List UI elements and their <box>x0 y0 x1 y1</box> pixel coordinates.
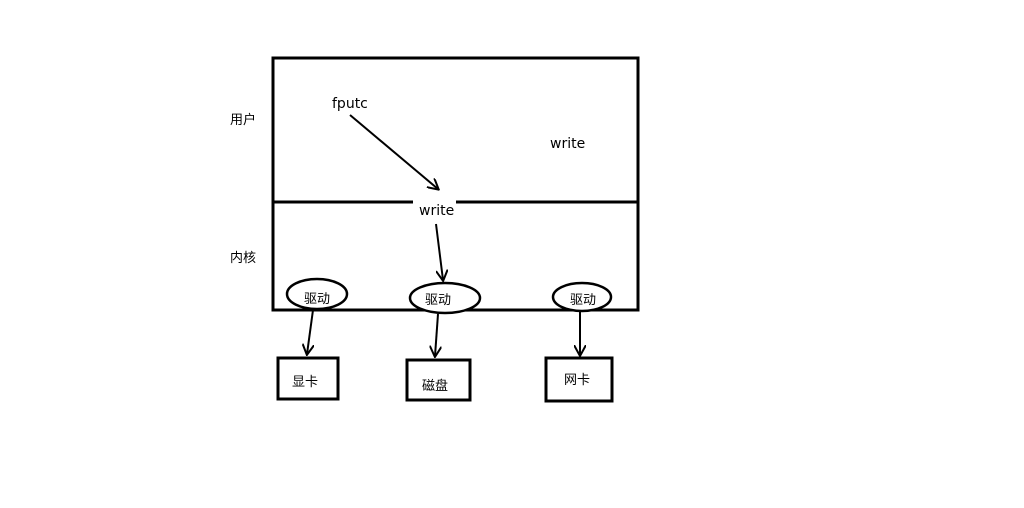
kernel-layer-label: 内核 <box>230 250 256 266</box>
device-box-nic <box>544 356 614 403</box>
driver-ellipse-3 <box>551 281 613 313</box>
device-label-gpu: 显卡 <box>292 375 318 390</box>
driver-to-disk-arrow <box>435 313 438 356</box>
device-label-nic: 网卡 <box>564 373 590 388</box>
kernel-write-label: write <box>419 203 454 219</box>
device-label-disk: 磁盘 <box>422 378 448 394</box>
fputc-to-write-arrow <box>349 114 438 189</box>
driver-to-gpu-arrow <box>307 309 313 354</box>
write-to-driver-arrow <box>435 223 443 280</box>
device-box-gpu <box>276 356 340 401</box>
driver-ellipse-1 <box>285 277 349 311</box>
driver-label-1: 驱动 <box>304 292 330 307</box>
device-box-disk <box>405 358 472 402</box>
driver-ellipse-2 <box>408 281 482 315</box>
driver-label-2: 驱动 <box>425 293 451 308</box>
driver-label-3: 驱动 <box>570 293 596 308</box>
fputc-label: fputc <box>332 96 368 112</box>
system-box <box>271 56 640 312</box>
user-layer-label: 用户 <box>230 112 256 128</box>
user-write-label: write <box>550 136 585 152</box>
